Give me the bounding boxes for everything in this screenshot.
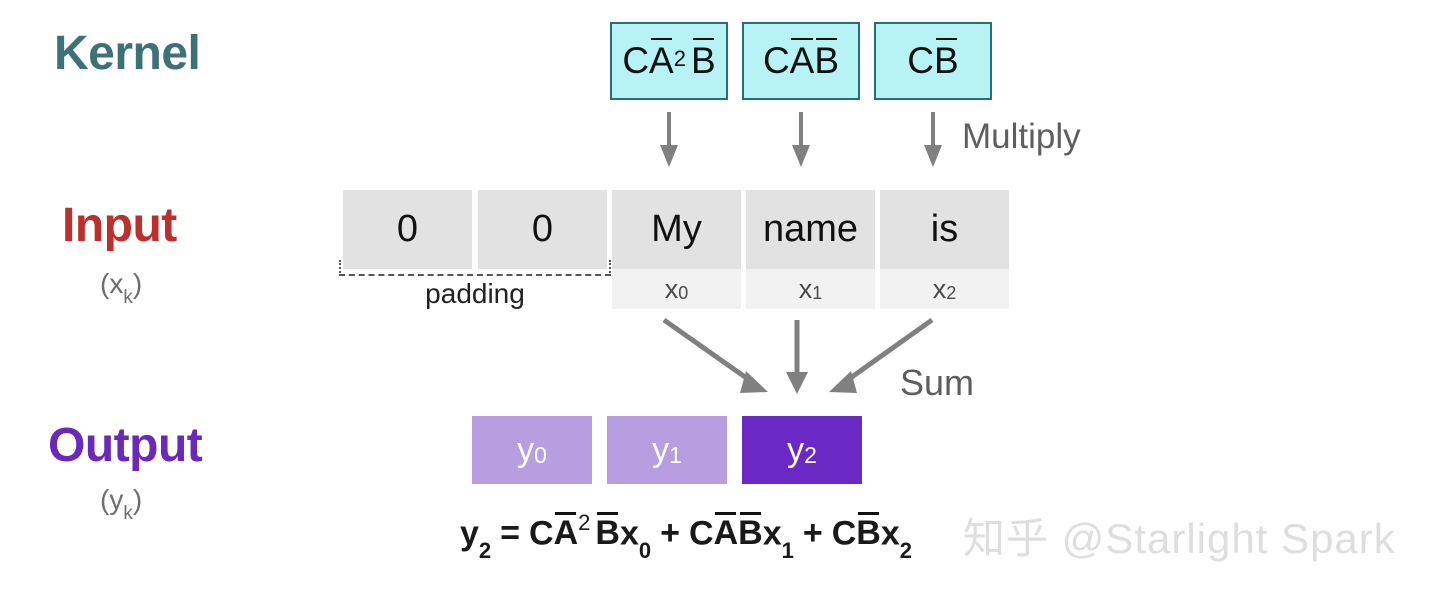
kernel-0-exponent: 2: [673, 46, 686, 71]
eq-lhs: y: [460, 514, 479, 553]
input-cell-padding-1[interactable]: 0: [478, 190, 607, 269]
input-row-sublabel: (xk): [100, 268, 143, 308]
padding-bracket: [339, 260, 611, 276]
eq-t2-b-bar: B: [738, 512, 763, 553]
eq-t1-x: x: [619, 514, 639, 553]
kernel-row-label: Kernel: [54, 27, 201, 80]
eq-t2-x-sub: 1: [781, 538, 794, 564]
input-sub-num: 1: [812, 282, 823, 303]
eq-t2-c: C: [689, 514, 714, 553]
output-cell-sym: y: [787, 430, 805, 469]
output-sub-index: k: [123, 502, 133, 524]
output-cell-sym: y: [652, 430, 670, 469]
input-sub-sym: x: [798, 273, 813, 304]
input-sub-num: 2: [946, 282, 957, 303]
sum-arrows-group: [662, 317, 934, 394]
input-sub-close: ): [132, 268, 143, 299]
output-cell-index: 1: [669, 441, 682, 468]
multiply-arrow-2-icon: [924, 112, 942, 167]
kernel-2-c: C: [907, 40, 935, 81]
input-cell-padding-0[interactable]: 0: [343, 190, 472, 269]
eq-t2-x: x: [762, 514, 782, 553]
input-cell-value: name: [746, 190, 875, 269]
eq-t3-x: x: [880, 514, 900, 553]
kernel-0-c: C: [622, 40, 650, 81]
eq-t3-c: C: [831, 514, 857, 553]
kernel-0-a-bar: A: [649, 37, 674, 81]
eq-t3-b-bar: B: [856, 512, 881, 553]
kernel-0-b-bar: B: [690, 37, 716, 81]
input-cell-value: 0: [343, 190, 472, 269]
eq-t3-x-sub: 2: [899, 538, 913, 564]
multiply-arrow-1-icon: [792, 112, 810, 167]
eq-plus-2: +: [802, 514, 823, 553]
output-sub-open: (y: [100, 484, 124, 515]
kernel-1-a-bar: A: [789, 37, 815, 81]
input-cell-value: My: [612, 190, 741, 269]
input-sub-num: 0: [678, 282, 689, 303]
eq-t2-a-bar: A: [713, 512, 739, 553]
eq-t1-x-sub: 0: [638, 538, 652, 564]
eq-plus-1: +: [660, 514, 680, 553]
multiply-label: Multiply: [962, 117, 1081, 156]
input-sub-sym: x: [664, 273, 679, 304]
eq-equals: =: [500, 514, 521, 553]
output-cell-index: 0: [534, 441, 547, 468]
input-sub-open: (x: [100, 268, 124, 299]
kernel-2-b-bar: B: [934, 37, 959, 81]
output-cell-sym: y: [517, 430, 535, 469]
eq-t1-c: C: [529, 514, 554, 553]
input-cell-value: 0: [478, 190, 607, 269]
sum-label: Sum: [900, 362, 975, 403]
watermark: 知乎 @Starlight Spark: [963, 515, 1396, 562]
output-cell-index: 2: [804, 441, 817, 468]
multiply-arrow-0-icon: [660, 112, 678, 167]
padding-label: padding: [425, 278, 525, 309]
input-sub-index: k: [123, 286, 133, 308]
eq-t1-a-bar: A: [553, 512, 579, 553]
input-row-label: Input: [62, 199, 177, 252]
output-row-sublabel: (yk): [100, 484, 143, 524]
eq-t1-exponent: 2: [578, 510, 591, 535]
eq-t1-b-bar: B: [595, 512, 620, 553]
input-cell-value: is: [880, 190, 1009, 269]
kernel-1-b-bar: B: [814, 37, 840, 81]
kernel-1-c: C: [762, 40, 790, 81]
output-sub-close: ): [132, 484, 143, 515]
input-sub-sym: x: [932, 273, 947, 304]
eq-lhs-sub: 2: [478, 538, 492, 564]
output-row-label: Output: [48, 419, 203, 472]
